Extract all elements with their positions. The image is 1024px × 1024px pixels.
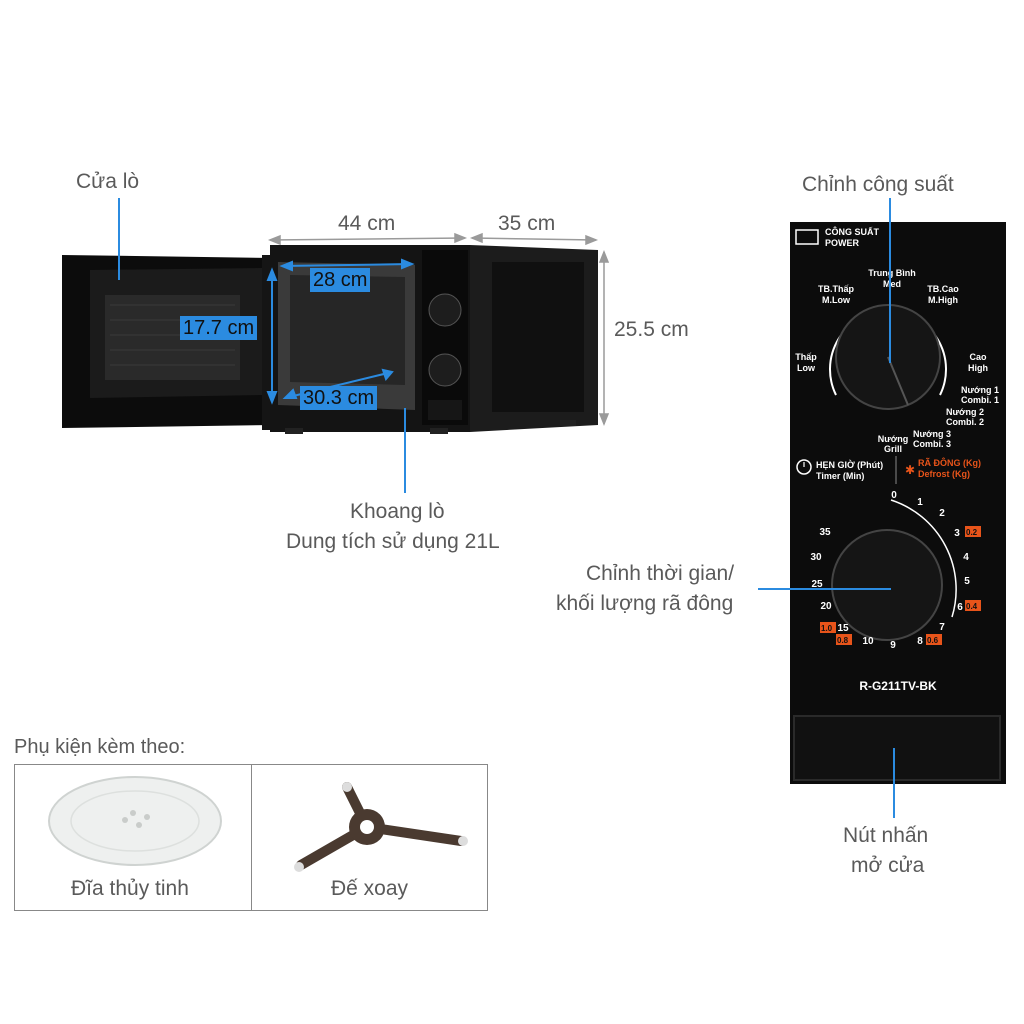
svg-text:7: 7 xyxy=(939,622,945,633)
svg-text:0.4: 0.4 xyxy=(966,602,978,611)
svg-text:3: 3 xyxy=(954,528,960,539)
svg-text:Nướng 1: Nướng 1 xyxy=(961,385,999,395)
power-title-vi: CÔNG SUẤT xyxy=(825,226,880,237)
timer-title-vi: HẸN GIỜ (Phút) xyxy=(816,459,883,470)
svg-text:Combi. 2: Combi. 2 xyxy=(946,417,984,427)
power-icon xyxy=(795,229,819,245)
width-dimension: 44 cm xyxy=(338,212,396,235)
svg-text:Nướng 3: Nướng 3 xyxy=(913,429,951,439)
power-knob-callout-line xyxy=(889,198,891,363)
svg-text:Combi. 1: Combi. 1 xyxy=(961,395,999,405)
svg-text:5: 5 xyxy=(964,576,970,587)
door-label: Cửa lò xyxy=(76,170,140,193)
svg-text:Grill: Grill xyxy=(884,444,902,454)
svg-text:Cao: Cao xyxy=(969,352,987,362)
open-button-label-2: mở cửa xyxy=(851,854,925,877)
svg-text:TB.Thấp: TB.Thấp xyxy=(818,284,854,294)
svg-text:1.0: 1.0 xyxy=(821,624,833,633)
svg-text:Trung Bình: Trung Bình xyxy=(868,268,916,278)
svg-text:35: 35 xyxy=(819,527,831,538)
accessories-title: Phụ kiện kèm theo: xyxy=(14,736,186,758)
glass-plate-image xyxy=(48,776,222,866)
svg-text:0.2: 0.2 xyxy=(966,528,978,537)
cavity-callout-line xyxy=(404,408,406,493)
height-dimension: 25.5 cm xyxy=(614,318,689,341)
svg-text:0.6: 0.6 xyxy=(927,636,939,645)
snowflake-icon: ✱ xyxy=(905,463,915,477)
accessory-roller-ring: Đế xoay xyxy=(251,765,487,910)
accessories-box: Đĩa thủy tinh Đế xoay xyxy=(14,764,488,911)
model-name: R-G211TV-BK xyxy=(859,679,937,693)
cavity-capacity-label: Dung tích sử dụng 21L xyxy=(286,530,500,553)
inner-width-dimension: 28 cm xyxy=(310,268,371,292)
power-knob-label: Chỉnh công suất xyxy=(802,173,954,196)
svg-text:25: 25 xyxy=(811,579,823,590)
svg-text:Med: Med xyxy=(883,279,901,289)
timer-knob-label: Chỉnh thời gian/ xyxy=(586,562,735,585)
depth-dimension: 35 cm xyxy=(498,212,556,235)
svg-text:Thấp: Thấp xyxy=(795,352,817,362)
svg-text:1: 1 xyxy=(917,497,923,508)
svg-text:High: High xyxy=(968,363,988,373)
defrost-title-vi: RÃ ĐÔNG (Kg) xyxy=(918,457,981,468)
svg-text:M.Low: M.Low xyxy=(822,295,851,305)
svg-text:Low: Low xyxy=(797,363,816,373)
svg-text:30: 30 xyxy=(810,552,822,563)
svg-text:6: 6 xyxy=(957,602,963,613)
svg-text:Combi. 3: Combi. 3 xyxy=(913,439,951,449)
svg-text:10: 10 xyxy=(862,636,874,647)
inner-height-dimension: 17.7 cm xyxy=(180,316,258,340)
accessory-glass-plate: Đĩa thủy tinh xyxy=(15,765,252,910)
timer-knob xyxy=(831,499,957,641)
timer-title-en: Timer (Min) xyxy=(816,471,864,481)
roller-ring-image xyxy=(294,782,468,872)
defrost-title-en: Defrost (Kg) xyxy=(918,469,970,479)
svg-text:9: 9 xyxy=(890,640,896,651)
open-button-label: Nút nhấn xyxy=(843,824,929,847)
svg-text:0.8: 0.8 xyxy=(837,636,849,645)
svg-text:M.High: M.High xyxy=(928,295,958,305)
svg-text:2: 2 xyxy=(939,508,945,519)
svg-text:0: 0 xyxy=(891,490,897,501)
glass-plate-label: Đĩa thủy tinh xyxy=(71,877,189,900)
timer-knob-callout-line xyxy=(758,588,891,590)
open-button-callout-line xyxy=(893,748,895,818)
power-knob xyxy=(829,304,947,410)
inner-depth-dimension: 30.3 cm xyxy=(300,386,378,410)
timer-knob-label-2: khối lượng rã đông xyxy=(556,592,734,615)
svg-text:15: 15 xyxy=(837,623,849,634)
cavity-label: Khoang lò xyxy=(350,500,445,523)
power-title-en: POWER xyxy=(825,238,860,248)
svg-text:Nướng: Nướng xyxy=(878,434,908,444)
svg-text:20: 20 xyxy=(820,601,832,612)
door-open-button xyxy=(793,715,1001,781)
clock-icon xyxy=(796,459,812,475)
svg-text:TB.Cao: TB.Cao xyxy=(927,284,959,294)
door-callout-line xyxy=(118,198,120,280)
svg-text:Nướng 2: Nướng 2 xyxy=(946,407,984,417)
svg-text:4: 4 xyxy=(963,552,969,563)
svg-text:8: 8 xyxy=(917,636,923,647)
roller-ring-label: Đế xoay xyxy=(331,877,409,900)
